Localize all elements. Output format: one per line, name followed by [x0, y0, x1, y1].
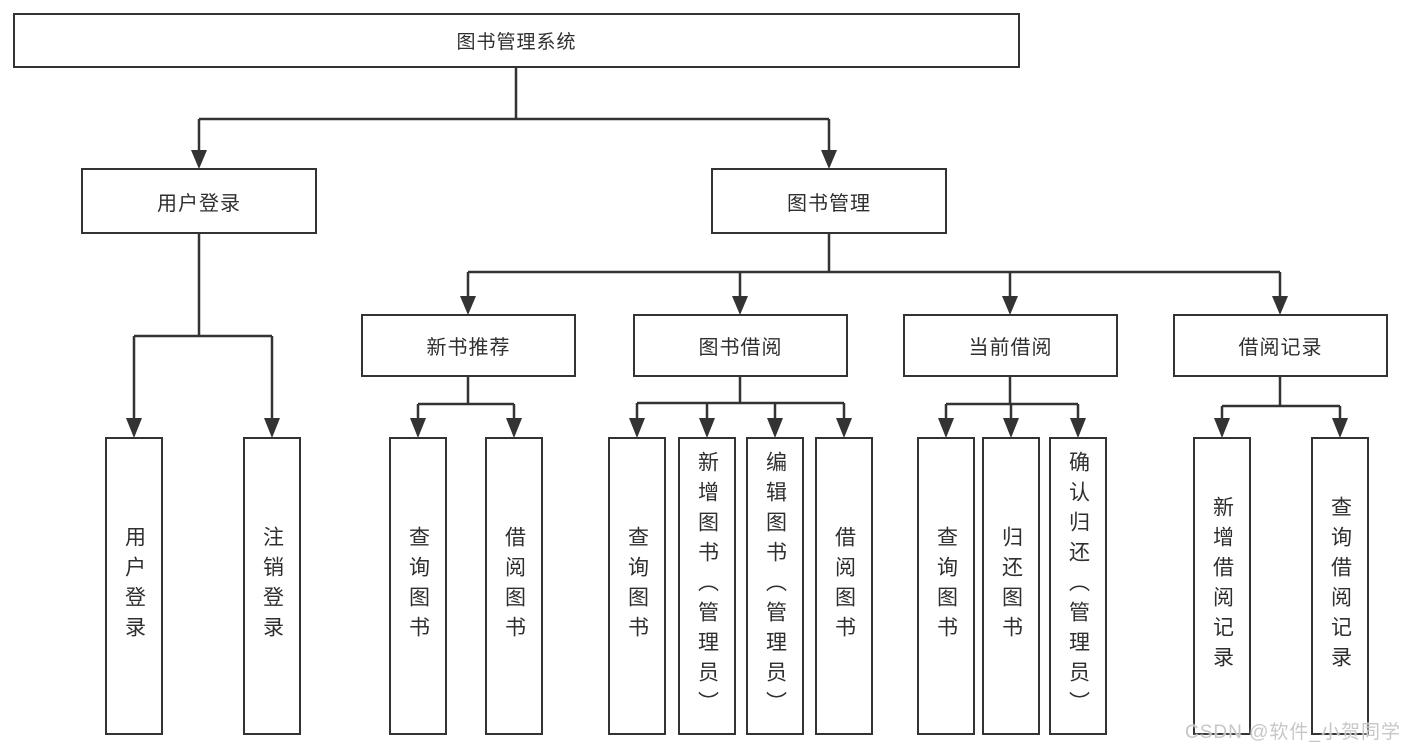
node-borrow-books-1: 借阅图书: [485, 437, 543, 735]
node-book-borrow: 图书借阅: [633, 314, 848, 377]
node-book-management: 图书管理: [711, 168, 947, 234]
node-confirm-return-admin: 确认归还（管理员）: [1049, 437, 1107, 735]
node-current-borrow-label: 当前借阅: [968, 337, 1053, 359]
node-query-borrow-record: 查询借阅记录: [1311, 437, 1369, 735]
node-root-system: 图书管理系统: [13, 13, 1020, 68]
node-edit-books-admin: 编辑图书（管理员）: [746, 437, 804, 735]
node-borrow-books-2-label: 借阅图书: [832, 526, 856, 646]
node-logout: 注销登录: [243, 437, 301, 735]
node-borrow-books-2: 借阅图书: [815, 437, 873, 735]
node-current-borrow: 当前借阅: [903, 314, 1118, 377]
node-user-login-label: 用户登录: [157, 192, 241, 215]
node-query-books-1: 查询图书: [389, 437, 447, 735]
node-query-borrow-record-label: 查询借阅记录: [1328, 496, 1352, 676]
node-new-book-recommend: 新书推荐: [361, 314, 576, 377]
node-edit-books-admin-label: 编辑图书（管理员）: [763, 451, 787, 721]
node-user-login-leaf: 用户登录: [105, 437, 163, 735]
node-borrow-records-label: 借阅记录: [1238, 337, 1323, 359]
node-return-books-label: 归还图书: [999, 526, 1023, 646]
node-add-borrow-record: 新增借阅记录: [1193, 437, 1251, 735]
node-add-borrow-record-label: 新增借阅记录: [1210, 496, 1234, 676]
node-logout-label: 注销登录: [260, 526, 284, 646]
node-borrow-books-1-label: 借阅图书: [502, 526, 526, 646]
node-query-books-3-label: 查询图书: [934, 526, 958, 646]
node-return-books: 归还图书: [982, 437, 1040, 735]
node-root-system-label: 图书管理系统: [456, 32, 577, 53]
node-user-login: 用户登录: [81, 168, 317, 234]
node-book-borrow-label: 图书借阅: [698, 337, 783, 359]
node-query-books-2-label: 查询图书: [625, 526, 649, 646]
csdn-watermark: CSDN @软件_小贺同学: [1185, 722, 1401, 743]
node-add-books-admin-label: 新增图书（管理员）: [695, 451, 719, 721]
node-new-book-recommend-label: 新书推荐: [426, 337, 511, 359]
node-book-management-label: 图书管理: [787, 192, 871, 215]
node-query-books-3: 查询图书: [917, 437, 975, 735]
node-user-login-leaf-label: 用户登录: [122, 526, 146, 646]
node-query-books-2: 查询图书: [608, 437, 666, 735]
node-borrow-records: 借阅记录: [1173, 314, 1388, 377]
node-add-books-admin: 新增图书（管理员）: [678, 437, 736, 735]
node-confirm-return-admin-label: 确认归还（管理员）: [1066, 451, 1090, 721]
node-query-books-1-label: 查询图书: [406, 526, 430, 646]
arrowheads: [126, 150, 1348, 438]
